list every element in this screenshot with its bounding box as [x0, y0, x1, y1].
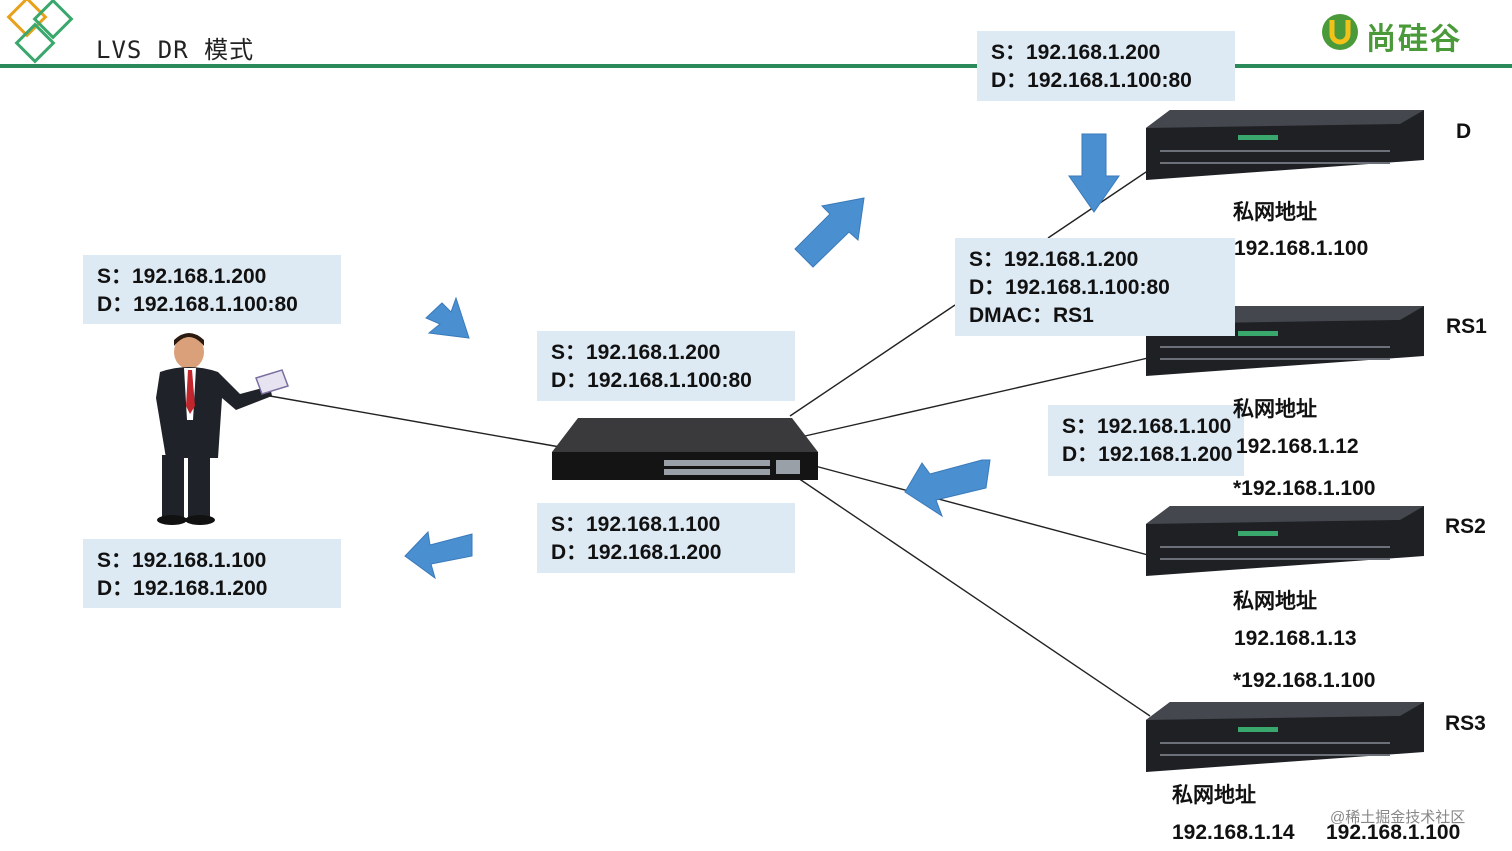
packet-dmac: DMAC：RS1 [969, 304, 1094, 327]
packet-box-director-forward: S：192.168.1.200 D：192.168.1.100:80 DMAC：… [955, 238, 1235, 336]
brand-name: 尚硅谷 [1366, 23, 1462, 56]
network-switch-icon [552, 418, 818, 480]
packet-dest: D：192.168.1.100:80 [969, 276, 1170, 299]
packet-dest: D：192.168.1.100:80 [97, 293, 298, 316]
packet-source: S：192.168.1.200 [551, 341, 721, 364]
client-person-icon [156, 333, 289, 525]
packet-source: S：192.168.1.200 [97, 265, 267, 288]
server-rs2-ip: 192.168.1.13 [1234, 627, 1357, 650]
server-rs3-icon [1146, 702, 1424, 772]
arrow-left-rs-icon [904, 459, 991, 518]
server-rs3-name: RS3 [1445, 712, 1486, 735]
server-d-ip: 192.168.1.100 [1234, 237, 1369, 260]
brand-logo-icon [1322, 14, 1358, 50]
packet-source: S：192.168.1.100 [551, 513, 721, 536]
packet-box-client-response: S：192.168.1.100 D：192.168.1.200 [83, 539, 341, 608]
server-rs1-private-label: 私网地址 [1233, 398, 1317, 421]
server-rs3-vip: 192.168.1.100 [1326, 821, 1461, 844]
packet-source: S：192.168.1.100 [1062, 415, 1232, 438]
packet-source: S：192.168.1.100 [97, 549, 267, 572]
server-rs1-ip: 192.168.1.12 [1236, 435, 1359, 458]
server-rs2-icon [1146, 506, 1424, 576]
packet-dest: D：192.168.1.200 [1062, 443, 1233, 466]
packet-dest: D：192.168.1.100:80 [551, 369, 752, 392]
arrow-down-icon [1068, 133, 1120, 213]
server-rs1-name: RS1 [1446, 315, 1487, 338]
packet-dest: D：192.168.1.200 [551, 541, 722, 564]
server-d-private-label: 私网地址 [1233, 201, 1317, 224]
packet-dest: D：192.168.1.100:80 [991, 69, 1192, 92]
packet-box-top-right: S：192.168.1.200 D：192.168.1.100:80 [977, 31, 1235, 101]
server-rs2-name: RS2 [1445, 515, 1486, 538]
server-d-icon [1146, 110, 1424, 180]
arrow-down-right-icon [425, 296, 470, 339]
packet-box-switch-request: S：192.168.1.200 D：192.168.1.100:80 [537, 331, 795, 401]
server-rs2-vip: *192.168.1.100 [1233, 669, 1376, 692]
packet-box-client-request: S：192.168.1.200 D：192.168.1.100:80 [83, 255, 341, 324]
packet-source: S：192.168.1.200 [991, 41, 1161, 64]
watermark-text: @稀土掘金技术社区 [1330, 809, 1466, 826]
server-rs3-private-label: 私网地址 [1172, 784, 1256, 807]
page-title: LVS DR 模式 [96, 36, 255, 64]
server-rs3-ip: 192.168.1.14 [1172, 821, 1295, 844]
server-rs1-vip: *192.168.1.100 [1233, 477, 1376, 500]
packet-box-switch-response: S：192.168.1.100 D：192.168.1.200 [537, 503, 795, 573]
logo-diamonds-icon [6, 0, 74, 64]
packet-box-rs-response: S：192.168.1.100 D：192.168.1.200 [1048, 405, 1244, 476]
server-d-name: D [1456, 120, 1472, 143]
packet-source: S：192.168.1.200 [969, 248, 1139, 271]
server-rs2-private-label: 私网地址 [1233, 590, 1317, 613]
packet-dest: D：192.168.1.200 [97, 577, 268, 600]
arrow-up-right-icon [794, 197, 865, 268]
arrow-left-client-icon [404, 530, 473, 580]
